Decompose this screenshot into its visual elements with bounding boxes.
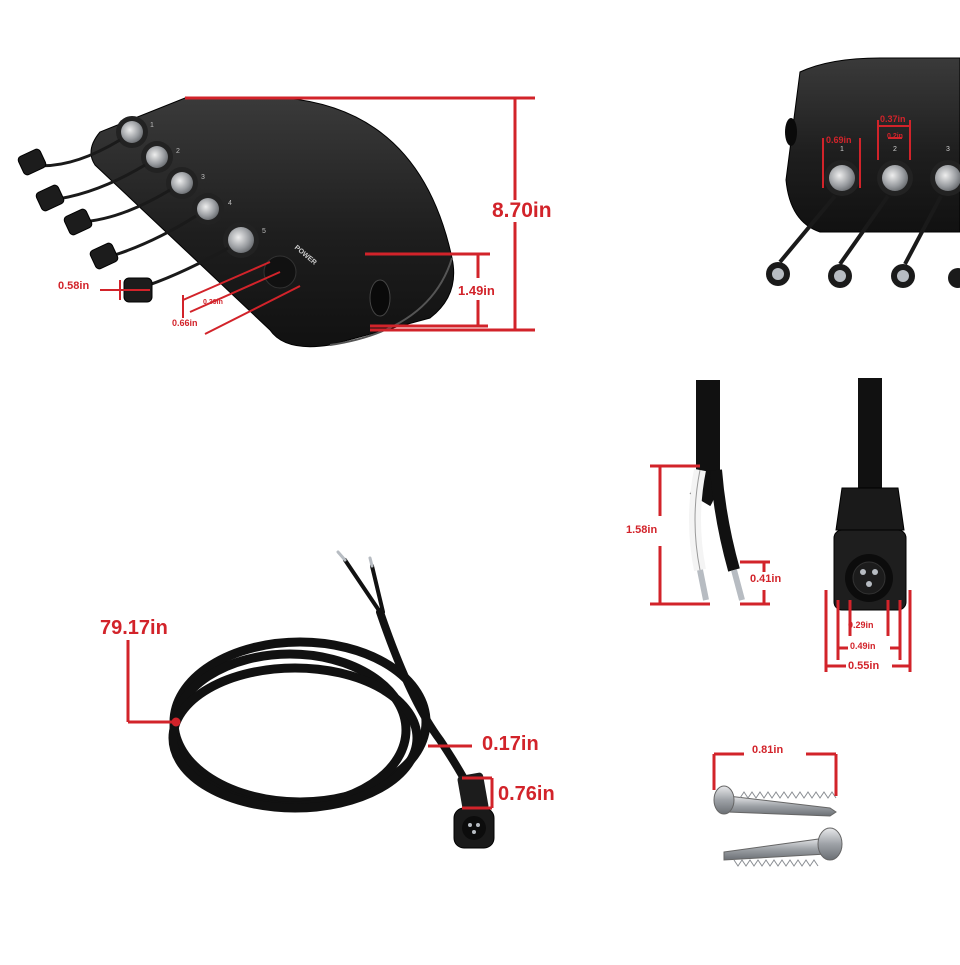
hub-port-number-1: 1 [150,122,154,129]
plug-length-label: 0.76in [498,783,555,805]
plug-end [833,378,907,611]
hub-dimension-lines [100,96,535,335]
closeup-port-gap-label: 0.2in [887,133,903,140]
wire-ends [689,380,745,601]
coiled-cable [168,550,474,813]
screws [713,785,843,867]
closeup-port-width-label: 0.69in [826,135,852,145]
hub-closeup-ports [824,160,960,196]
hub-closeup-caps [766,194,960,288]
screw-dimension-lines [712,752,838,796]
cable-diameter-label: 0.17in [482,733,539,755]
hub-port-number-5: 5 [262,228,266,235]
cable-dimension-lines [126,640,494,810]
hub-connector-small-label: 0.39in [203,299,223,306]
hub-height-label: 8.70in [492,199,552,222]
hub-port-number-4: 4 [228,200,232,207]
plug-end-dimension-lines [824,590,912,672]
cable-length-label: 79.17in [100,617,168,639]
closeup-port-number-2: 2 [893,146,897,153]
hub-port-number-2: 2 [176,148,180,155]
closeup-port-number-3: 3 [946,146,950,153]
wire-strip-length-label: 1.58in [626,524,658,536]
plug-middle-label: 0.49in [850,641,876,651]
hub-depth-label: 1.49in [458,283,495,298]
plug-outer-label: 0.55in [848,660,880,672]
wire-ends-dimension-lines [650,464,770,606]
hub-device [90,97,455,348]
closeup-port-spacing-label: 0.37in [880,114,906,124]
hub-closeup-dimension-lines [822,120,911,188]
hub-caps [17,148,153,303]
hub-port-number-3: 3 [201,174,205,181]
wire-tip-length-label: 0.41in [750,573,782,585]
closeup-port-number-1: 1 [840,146,844,153]
cable-plug [453,772,495,849]
hub-ports [116,116,297,289]
plug-inner-label: 0.29in [848,620,874,630]
screw-length-label: 0.81in [752,744,784,756]
hub-cap-diameter-label: 0.58in [58,280,90,292]
hub-connector-large-label: 0.66in [172,318,198,328]
